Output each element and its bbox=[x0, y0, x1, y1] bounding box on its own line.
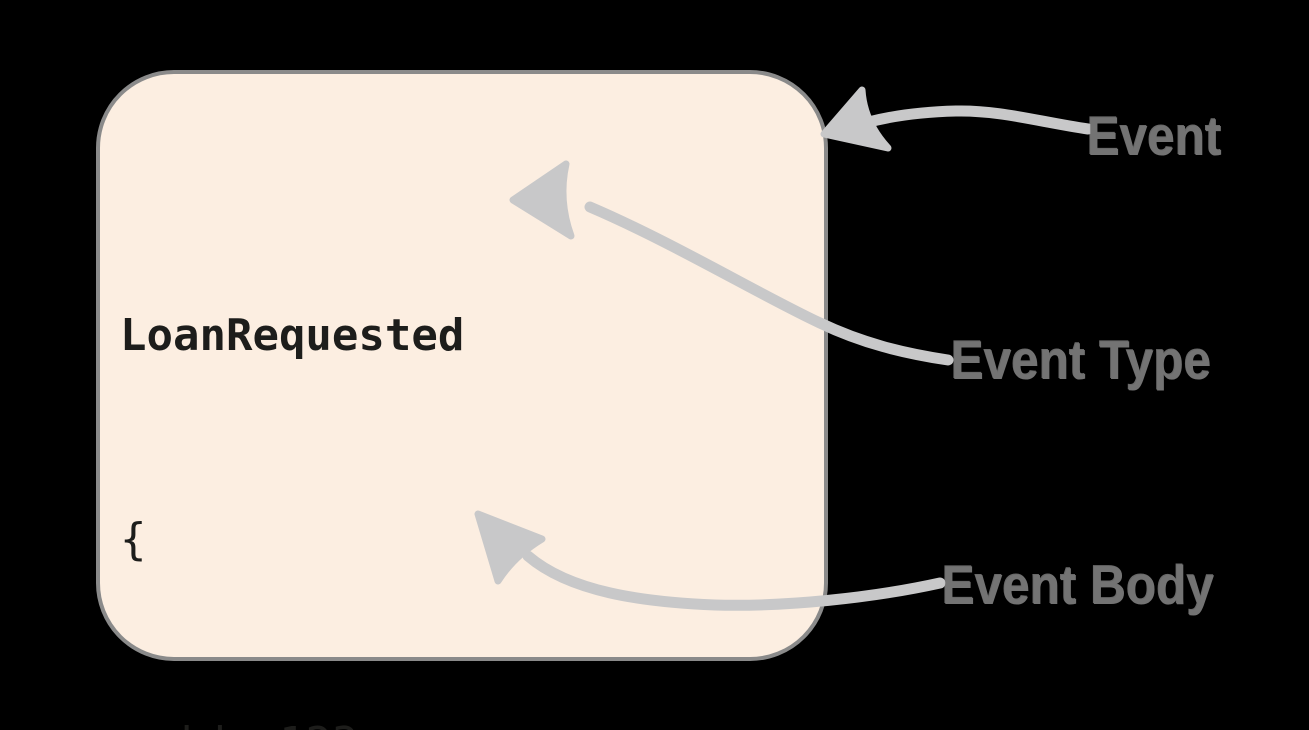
event-type-arrow-line bbox=[584, 201, 954, 366]
code-line-open-brace: { bbox=[120, 514, 147, 565]
event-card: LoanRequested { id: 123, amount: 100, bo… bbox=[96, 70, 828, 730]
label-event: Event bbox=[1087, 105, 1222, 167]
event-arrowhead-icon bbox=[820, 86, 892, 152]
event-body-arrowhead-icon bbox=[474, 510, 546, 585]
event-body-arrow-line bbox=[522, 550, 946, 611]
event-type-arrowhead-icon bbox=[509, 160, 575, 240]
label-event-type: Event Type bbox=[951, 329, 1212, 391]
code-line-id: id: 123, bbox=[120, 710, 729, 730]
label-event-body: Event Body bbox=[942, 554, 1215, 616]
event-arrow-line bbox=[846, 105, 1094, 135]
event-type-title: LoanRequested bbox=[120, 310, 465, 361]
event-code-block: LoanRequested { id: 123, amount: 100, bo… bbox=[120, 166, 729, 730]
